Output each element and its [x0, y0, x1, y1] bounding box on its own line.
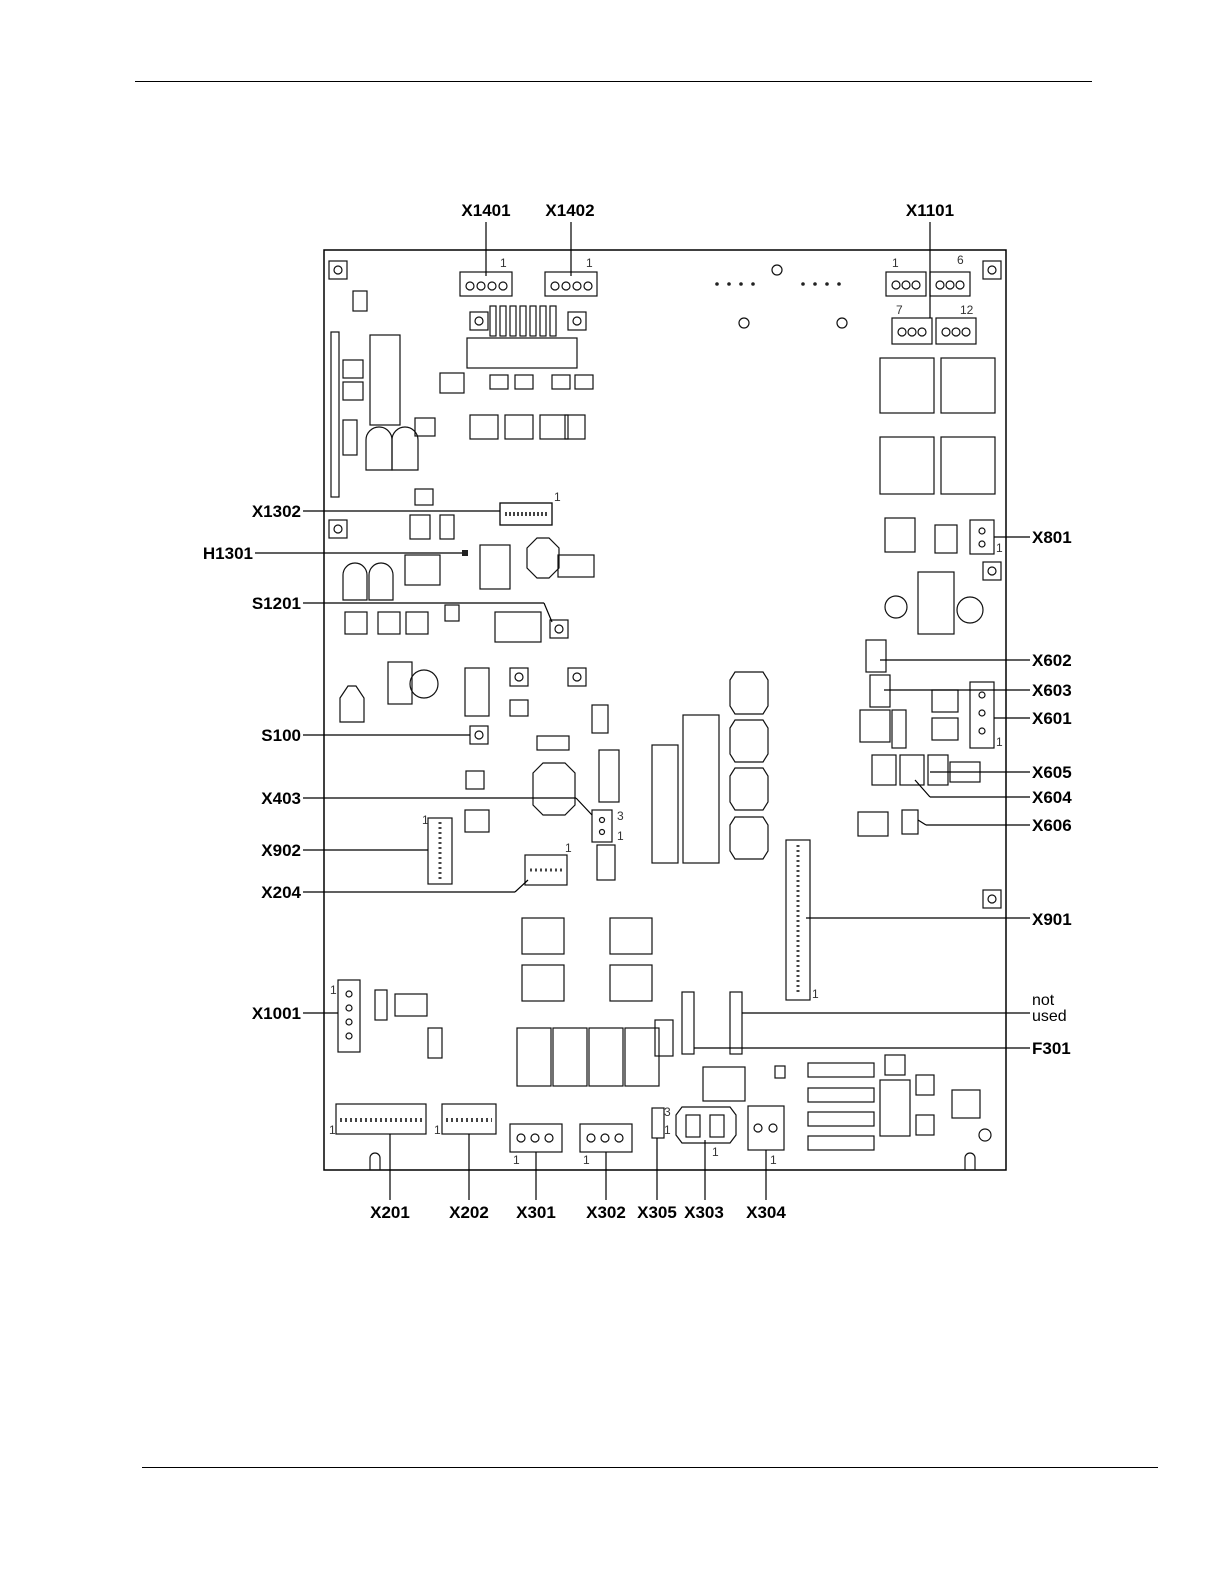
label-x1302: X1302: [252, 502, 301, 521]
pin-x301-1: 1: [513, 1153, 520, 1167]
label-x301: X301: [516, 1203, 556, 1222]
label-x902: X902: [261, 841, 301, 860]
led-h1301: [462, 550, 468, 556]
label-f301: F301: [1032, 1039, 1071, 1058]
label-x204: X204: [261, 883, 301, 902]
pin-x1101-1: 1: [892, 256, 899, 270]
label-x305: X305: [637, 1203, 677, 1222]
label-x202: X202: [449, 1203, 489, 1222]
label-x801: X801: [1032, 528, 1072, 547]
pin-x801-1: 1: [996, 541, 1003, 555]
pin-x303-1: 1: [712, 1145, 719, 1159]
label-x901: X901: [1032, 910, 1072, 929]
label-h1301: H1301: [203, 544, 253, 563]
label-x303: X303: [684, 1203, 724, 1222]
pin-x302-1: 1: [583, 1153, 590, 1167]
pin-x201-1: 1: [329, 1123, 336, 1137]
pin-x304-1: 1: [770, 1153, 777, 1167]
pin-x204-1: 1: [565, 841, 572, 855]
label-s100: S100: [261, 726, 301, 745]
label-s1201: S1201: [252, 594, 301, 613]
label-x602: X602: [1032, 651, 1072, 670]
label-x1401: X1401: [461, 201, 510, 220]
pin-x1302-1: 1: [554, 490, 561, 504]
label-x403: X403: [261, 789, 301, 808]
pin-x1101-12: 12: [960, 303, 974, 317]
pin-x1401-1: 1: [500, 256, 507, 270]
label-x606: X606: [1032, 816, 1072, 835]
pin-x1101-7: 7: [896, 303, 903, 317]
pin-x403-3: 3: [617, 809, 624, 823]
pin-x901-1: 1: [812, 987, 819, 1001]
pin-x601-1: 1: [996, 735, 1003, 749]
label-x1402: X1402: [545, 201, 594, 220]
pin-x1402-1: 1: [586, 256, 593, 270]
label-x603: X603: [1032, 681, 1072, 700]
label-not: not: [1032, 992, 1055, 1009]
pin-x1101-6: 6: [957, 253, 964, 267]
pin-x305-3: 3: [664, 1105, 671, 1119]
label-x1001: X1001: [252, 1004, 301, 1023]
label-x604: X604: [1032, 788, 1072, 807]
label-x605: X605: [1032, 763, 1072, 782]
label-x1101: X1101: [906, 201, 954, 220]
pin-x902-1: 1: [422, 813, 429, 827]
label-x302: X302: [586, 1203, 626, 1222]
label-x201: X201: [370, 1203, 410, 1222]
label-used: used: [1032, 1008, 1067, 1025]
pin-x403-1: 1: [617, 829, 624, 843]
label-x601: X601: [1032, 709, 1072, 728]
pin-x1001-1: 1: [330, 983, 337, 997]
pin-x202-1: 1: [434, 1123, 441, 1137]
pin-x305-1: 1: [664, 1123, 671, 1137]
label-x304: X304: [746, 1203, 786, 1222]
